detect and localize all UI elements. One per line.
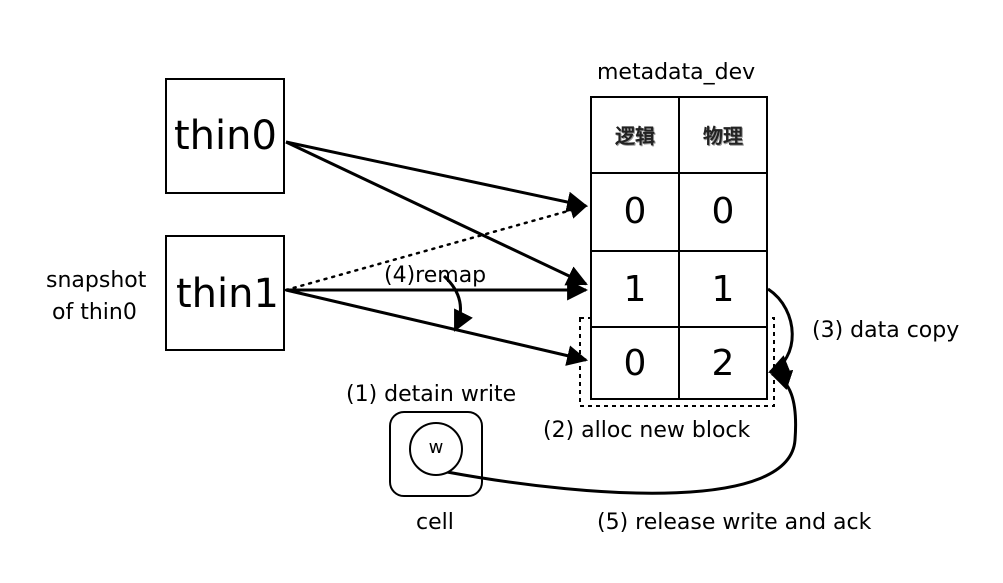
cell-symbol: w — [428, 437, 444, 458]
step-release-label: (5) release write and ack — [597, 510, 872, 535]
row1-physical-value: 1 — [711, 269, 735, 310]
step-detain-label: (1) detain write — [346, 382, 517, 407]
row0-logical-value: 0 — [623, 191, 647, 232]
row0-physical-value: 0 — [711, 191, 735, 232]
remap-arrow — [442, 274, 473, 332]
thin1-box — [165, 235, 285, 351]
snapshot-of-label: of thin0 — [52, 300, 137, 325]
table-cell-r2-physical — [678, 326, 768, 400]
row2-logical-value: 0 — [623, 343, 647, 384]
cell-circle — [409, 422, 463, 476]
step-remap-label: (4)remap — [384, 263, 487, 288]
header-logical: 逻辑 — [615, 124, 655, 148]
step-alloc-label: (2) alloc new block — [543, 418, 751, 443]
cell-container — [389, 411, 483, 497]
cell-label: cell — [416, 510, 454, 535]
data-copy-arrow — [767, 287, 794, 375]
arrow-thin0-to-row1 — [285, 140, 588, 286]
thin1-label: thin1 — [176, 271, 279, 317]
thin0-box — [165, 78, 285, 194]
row1-logical-value: 1 — [623, 269, 647, 310]
thin0-label: thin0 — [174, 113, 277, 159]
release-write-arrow — [446, 370, 798, 495]
arrow-thin0-to-row0 — [285, 140, 589, 213]
header-physical: 物理 — [703, 124, 743, 148]
row2-physical-value: 2 — [711, 343, 735, 384]
arrow-thin1-to-row2 — [285, 288, 589, 366]
metadata-title: metadata_dev — [597, 60, 756, 85]
step-data-copy-label: (3) data copy — [812, 318, 960, 343]
snapshot-label: snapshot — [46, 268, 147, 293]
